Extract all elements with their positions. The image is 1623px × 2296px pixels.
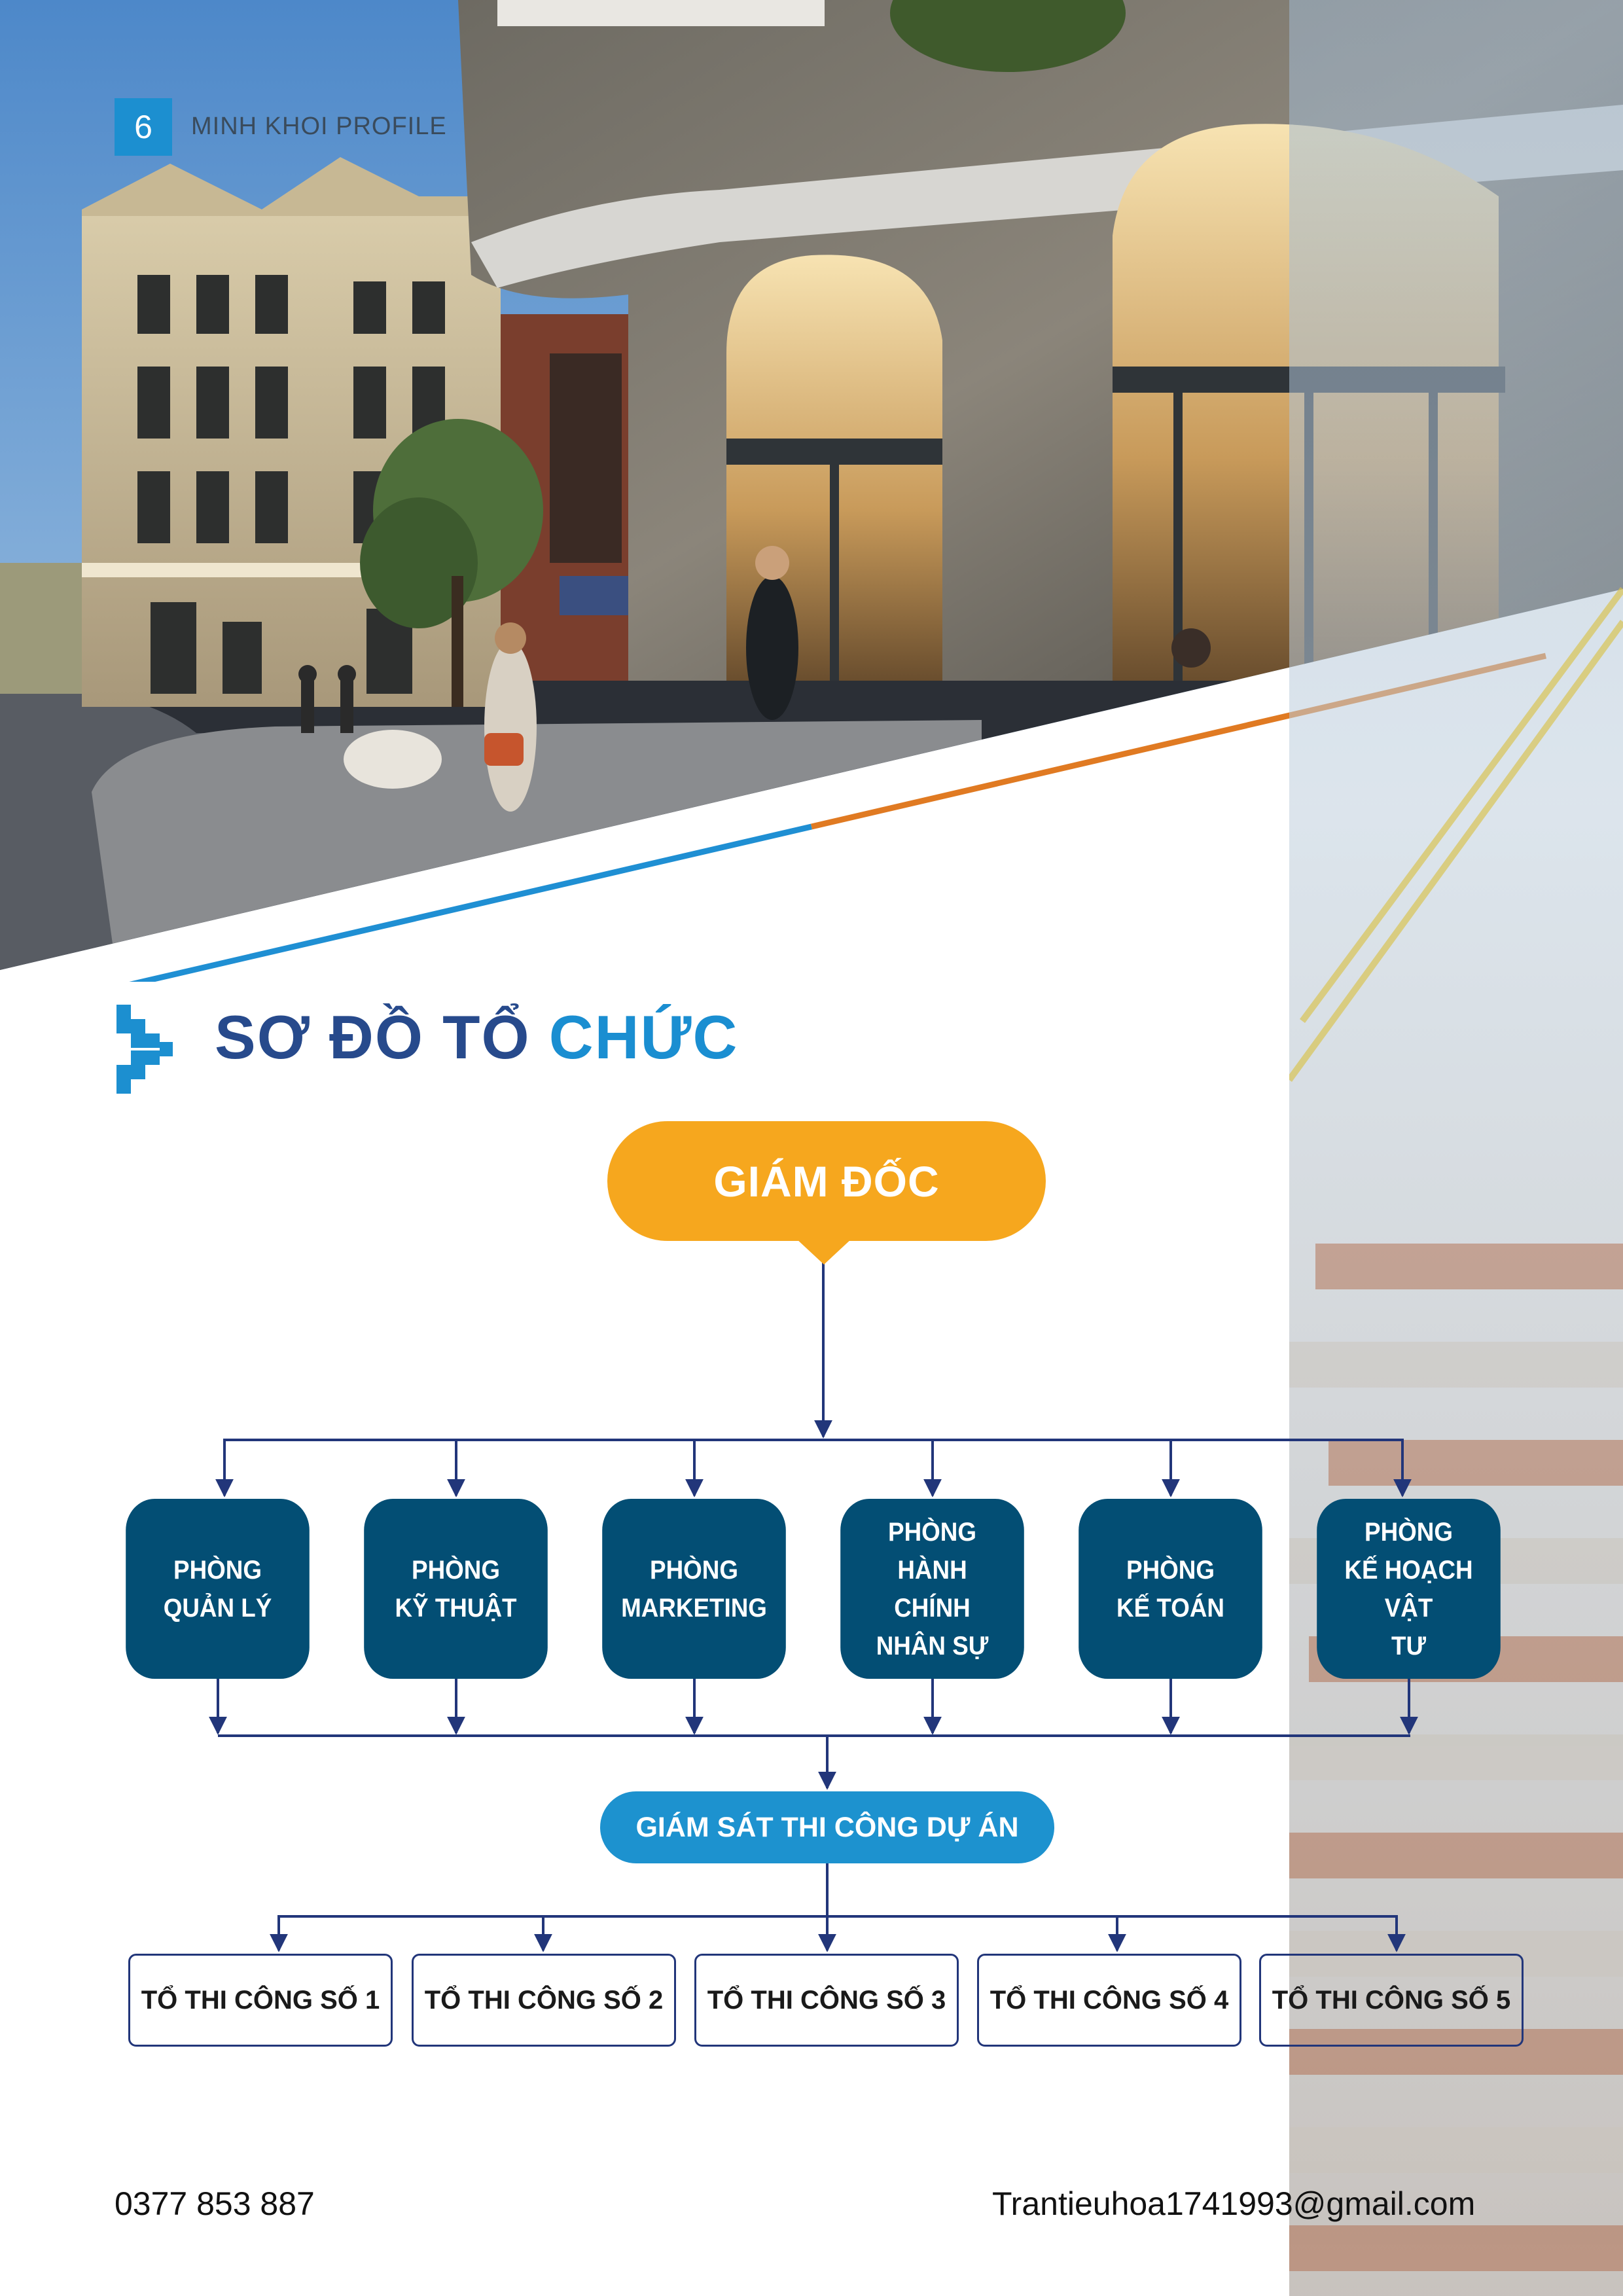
team-3-label: TỔ THI CÔNG SỐ 3 — [707, 1985, 946, 2015]
team-node-5: TỔ THI CÔNG SỐ 5 — [1259, 1954, 1524, 2047]
director-node: GIÁM ĐỐC — [607, 1121, 1046, 1241]
dept-1-line-1: PHÒNG — [173, 1555, 262, 1585]
supervision-label: GIÁM SÁT THI CÔNG DỰ ÁN — [635, 1811, 1019, 1843]
team-node-4: TỔ THI CÔNG SỐ 4 — [977, 1954, 1241, 2047]
team-4-label: TỔ THI CÔNG SỐ 4 — [990, 1985, 1229, 2015]
footer-phone: 0377 853 887 — [115, 2185, 315, 2222]
page-number-badge: 6 — [115, 98, 172, 156]
section-title-part1: SƠ ĐỒ TỔ — [215, 1003, 549, 1071]
dept-5-line-2: KẾ TOÁN — [1116, 1593, 1224, 1623]
page-number: 6 — [134, 109, 152, 145]
department-ke-toan: PHÒNG KẾ TOÁN — [1079, 1499, 1262, 1679]
team-node-2: TỔ THI CÔNG SỐ 2 — [412, 1954, 676, 2047]
department-ky-thuat: PHÒNG KỸ THUẬT — [364, 1499, 548, 1679]
construction-side-image — [1289, 0, 1623, 2296]
dept-5-line-1: PHÒNG — [1126, 1555, 1215, 1585]
dept-1-line-2: QUẢN LÝ — [163, 1593, 272, 1623]
section-title: SƠ ĐỒ TỔ CHỨC — [215, 1007, 738, 1068]
profile-label: MINH KHOI PROFILE — [191, 113, 447, 140]
team-node-1: TỔ THI CÔNG SỐ 1 — [128, 1954, 393, 2047]
dept-4-line-1: PHÒNG — [888, 1517, 976, 1547]
dept-2-line-1: PHÒNG — [412, 1555, 500, 1585]
dept-3-line-2: MARKETING — [621, 1593, 767, 1623]
department-ke-hoach-vat-tu: PHÒNG KẾ HOẠCH VẬT TƯ — [1317, 1499, 1501, 1679]
dept-2-line-2: KỸ THUẬT — [395, 1593, 517, 1623]
section-title-part2: CHỨC — [548, 1003, 739, 1071]
dept-6-line-1: PHÒNG — [1364, 1517, 1453, 1547]
dept-3-line-1: PHÒNG — [650, 1555, 738, 1585]
team-1-label: TỔ THI CÔNG SỐ 1 — [141, 1985, 380, 2015]
team-5-label: TỔ THI CÔNG SỐ 5 — [1272, 1985, 1511, 2015]
department-marketing: PHÒNG MARKETING — [602, 1499, 786, 1679]
director-pointer-icon — [796, 1238, 852, 1265]
footer-email: Trantieuhoa1741993@gmail.com — [992, 2185, 1476, 2222]
pixel-arrow-logo-icon — [116, 1005, 173, 1094]
department-hanh-chinh-nhan-su: PHÒNG HÀNH CHÍNH NHÂN SỰ — [840, 1499, 1024, 1679]
director-label: GIÁM ĐỐC — [713, 1157, 940, 1206]
team-node-3: TỔ THI CÔNG SỐ 3 — [694, 1954, 959, 2047]
dept-6-line-2: KẾ HOẠCH VẬT — [1344, 1555, 1473, 1623]
department-quan-ly: PHÒNG QUẢN LÝ — [126, 1499, 310, 1679]
dept-4-line-2: HÀNH CHÍNH — [894, 1555, 971, 1623]
dept-6-line-3: TƯ — [1391, 1631, 1427, 1660]
dept-4-line-3: NHÂN SỰ — [876, 1631, 989, 1660]
supervision-node: GIÁM SÁT THI CÔNG DỰ ÁN — [600, 1791, 1054, 1863]
team-2-label: TỔ THI CÔNG SỐ 2 — [424, 1985, 664, 2015]
